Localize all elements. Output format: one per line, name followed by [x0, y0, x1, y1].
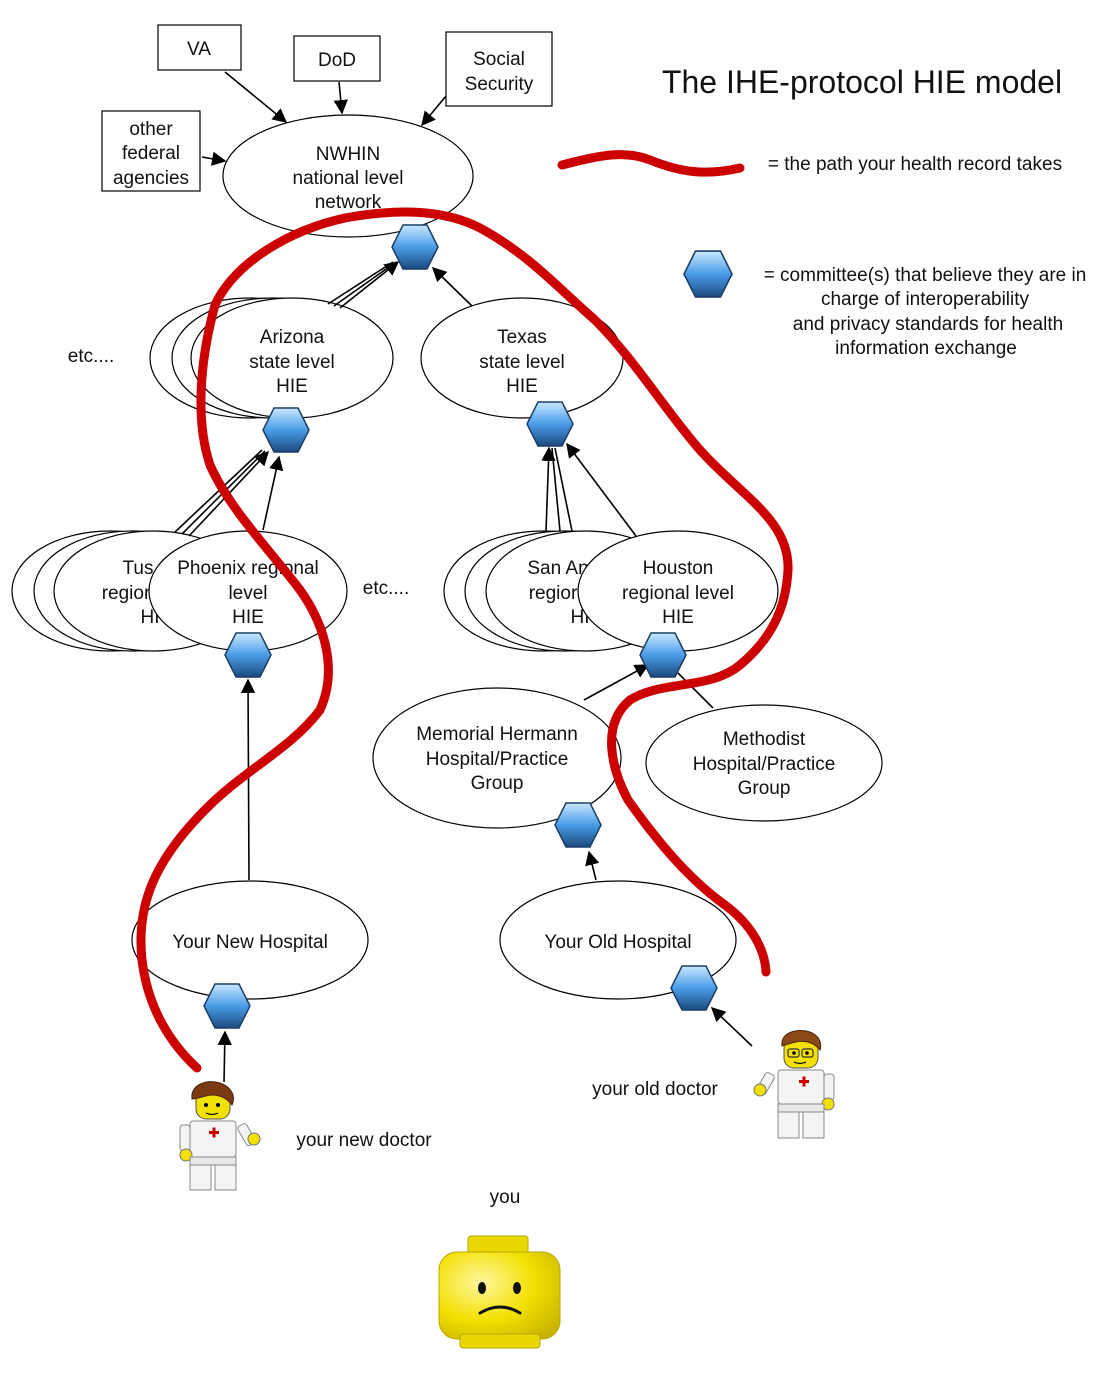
- practice-to-houston-arrows: [583, 664, 714, 709]
- old-hospital-node: Your Old Hospital: [499, 880, 737, 1000]
- arizona-stack: Arizona state level HIE: [149, 297, 394, 419]
- texas-committee-hexagon: [526, 401, 574, 447]
- old-hospital-committee-hexagon: [670, 965, 718, 1011]
- texas-node: Texas state level HIE: [420, 297, 624, 419]
- arizona-line-2: state level: [249, 352, 335, 373]
- health-record-path: [136, 207, 793, 1073]
- nwhin-committee-hexagon: [391, 224, 439, 270]
- etc-middle-label: etc....: [363, 578, 409, 599]
- social-security-box: Social Security: [445, 31, 553, 107]
- memorial-hermann-node: Memorial Hermann Hospital/Practice Group: [372, 687, 622, 829]
- you-label: you: [490, 1187, 521, 1208]
- houston-committee-hexagon: [639, 632, 687, 678]
- nwhin-line-1: NWHIN: [316, 144, 380, 165]
- old-doctor-label: your old doctor: [592, 1079, 718, 1100]
- legend-committee-line-1: = committee(s) that believe they are in: [764, 265, 1087, 286]
- tucson-line-1: Tus: [123, 558, 154, 579]
- other-federal-box: other federal agencies: [101, 110, 201, 192]
- methodist-node: Methodist Hospital/Practice Group: [645, 704, 883, 822]
- social-security-line-1: Social: [473, 49, 525, 70]
- federal-arrows: [201, 71, 447, 166]
- legend-committee-hexagon: [683, 250, 733, 298]
- nwhin-line-3: network: [315, 192, 382, 213]
- houston-line-2: regional level: [622, 583, 734, 604]
- phoenix-committee-hexagon: [224, 632, 272, 678]
- memorial-hermann-line-3: Group: [471, 773, 524, 794]
- dod-box: DoD: [293, 35, 381, 82]
- houston-line-3: HIE: [662, 607, 694, 628]
- memorial-hermann-line-1: Memorial Hermann: [416, 724, 578, 745]
- hospital-arrows: [217, 678, 753, 1083]
- legend-path-text: = the path your health record takes: [768, 154, 1062, 175]
- san-antonio-line-1: San An: [527, 558, 588, 579]
- phoenix-line-3: HIE: [232, 607, 264, 628]
- texas-regional-stack: San An regior HI Houston regional level …: [443, 530, 779, 652]
- etc-left-label: etc....: [68, 346, 114, 367]
- methodist-line-2: Hospital/Practice: [693, 754, 836, 775]
- new-doctor-label: your new doctor: [296, 1130, 432, 1151]
- va-label: VA: [187, 39, 211, 60]
- methodist-line-1: Methodist: [723, 729, 806, 750]
- legend-committee-line-2: charge of interoperability: [821, 289, 1030, 310]
- other-federal-line-2: federal: [122, 143, 180, 164]
- arizona-line-3: HIE: [276, 376, 308, 397]
- legend: = the path your health record takes = co…: [557, 150, 1087, 359]
- memorial-hermann-committee-hexagon: [554, 802, 602, 848]
- dod-label: DoD: [318, 50, 356, 71]
- other-federal-line-1: other: [129, 119, 173, 140]
- you-lego-head: [438, 1235, 561, 1349]
- texas-line-1: Texas: [497, 327, 547, 348]
- arizona-regional-stack: Tus regior HI Phoenix regional level HIE: [11, 530, 348, 652]
- new-hospital-label: Your New Hospital: [172, 932, 328, 953]
- tucson-line-2: regior: [102, 583, 151, 604]
- new-hospital-node: Your New Hospital: [131, 880, 369, 1000]
- memorial-hermann-line-2: Hospital/Practice: [426, 749, 569, 770]
- phoenix-line-2: level: [228, 583, 267, 604]
- methodist-line-3: Group: [738, 778, 791, 799]
- diagram-title: The IHE-protocol HIE model: [662, 64, 1062, 100]
- texas-line-2: state level: [479, 352, 565, 373]
- houston-line-1: Houston: [643, 558, 714, 579]
- other-federal-line-3: agencies: [113, 168, 189, 189]
- social-security-line-2: Security: [465, 74, 534, 95]
- san-antonio-line-2: regior: [529, 583, 578, 604]
- nwhin-line-2: national level: [293, 168, 404, 189]
- nwhin-node: NWHIN national level network: [222, 114, 474, 238]
- arizona-line-1: Arizona: [260, 327, 325, 348]
- old-doctor-figure: [753, 1030, 835, 1139]
- legend-committee-line-4: information exchange: [835, 338, 1017, 359]
- arizona-committee-hexagon: [262, 407, 310, 453]
- texas-line-3: HIE: [506, 376, 538, 397]
- new-doctor-figure: [179, 1081, 261, 1191]
- legend-path-swatch: [557, 150, 745, 177]
- legend-committee-line-3: and privacy standards for health: [793, 314, 1063, 335]
- va-box: VA: [157, 24, 242, 71]
- old-hospital-label: Your Old Hospital: [544, 932, 691, 953]
- new-hospital-committee-hexagon: [203, 983, 251, 1029]
- phoenix-line-1: Phoenix regional: [177, 558, 319, 579]
- state-to-national-arrows: [327, 261, 473, 309]
